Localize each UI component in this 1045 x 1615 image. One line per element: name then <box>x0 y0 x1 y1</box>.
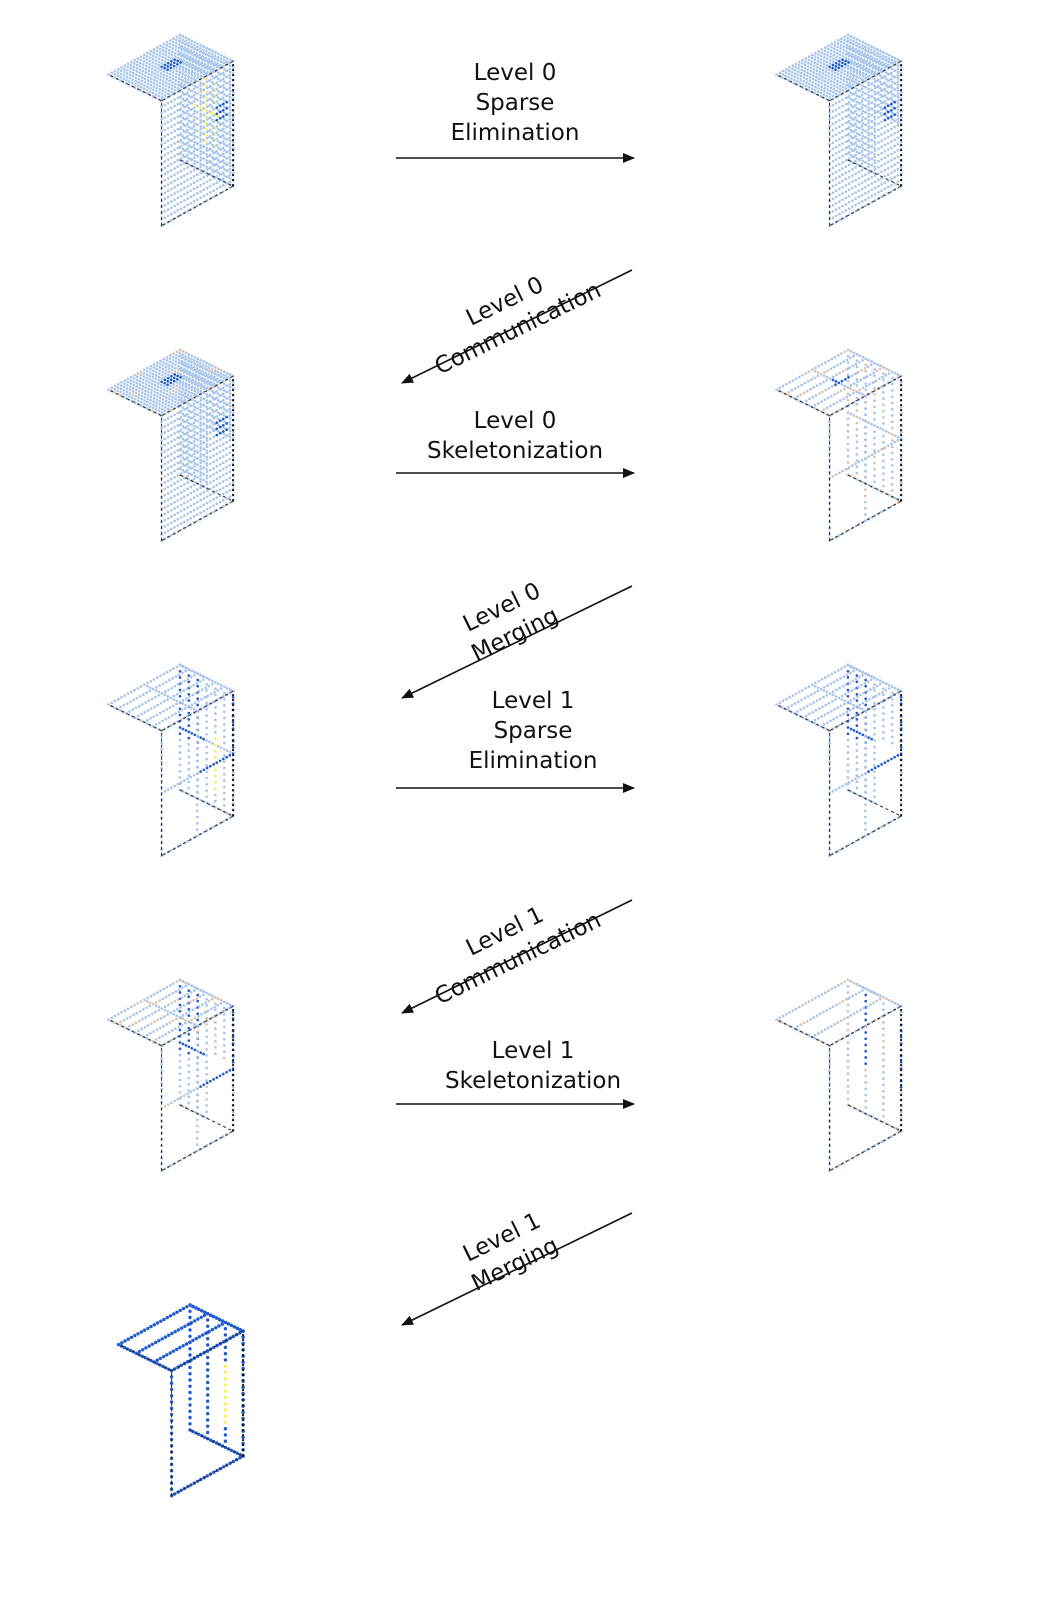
face-top <box>775 663 903 733</box>
step-label-line: Level 0 <box>474 408 557 434</box>
arrow-down-left <box>401 899 633 1014</box>
step-l0-comm: Level 0Communication <box>401 250 633 384</box>
block-s9 <box>116 1303 245 1498</box>
step-l0-skel: Level 0 Skeletonization <box>396 408 635 478</box>
step-label: Level 1Merging <box>454 1206 562 1297</box>
arrow-down-left <box>401 269 633 384</box>
step-label: Level 0Merging <box>454 576 562 667</box>
step-label-line: Skeletonization <box>427 438 603 464</box>
face-top <box>107 348 235 418</box>
block-s3 <box>107 348 235 543</box>
block-s6 <box>775 663 903 858</box>
step-label-line: Level 0 <box>474 60 557 86</box>
block-s5 <box>107 663 235 858</box>
face-top <box>116 1303 245 1373</box>
face-front <box>846 978 903 1133</box>
face-top <box>107 978 235 1048</box>
grid-blocks <box>107 33 903 1498</box>
block-s4 <box>775 348 903 543</box>
block-s1 <box>107 33 235 228</box>
step-label: Level 0Communication <box>418 250 605 380</box>
step-label-line: Level 1 <box>492 1038 575 1064</box>
block-s8 <box>775 978 903 1173</box>
step-l0-merge: Level 0Merging <box>401 576 633 699</box>
face-top <box>107 663 235 733</box>
step-label: Level 1 Skeletonization <box>445 1038 621 1094</box>
arrow-down-left <box>401 585 633 699</box>
face-top <box>775 348 903 418</box>
face-front <box>846 663 903 805</box>
step-l1-skel: Level 1 Skeletonization <box>396 1038 635 1109</box>
step-label-line: Elimination <box>451 120 580 146</box>
block-s2 <box>775 33 903 228</box>
step-label-line: Skeletonization <box>445 1068 621 1094</box>
face-front <box>178 663 235 818</box>
face-front <box>846 348 903 503</box>
face-top <box>107 33 235 103</box>
step-label-line: Sparse <box>476 90 555 116</box>
step-l1-comm: Level 1Communication <box>401 880 633 1014</box>
face-top <box>775 33 903 103</box>
step-label-line: Sparse <box>494 718 573 744</box>
arrow-down-left <box>401 1212 633 1326</box>
step-label-line: Elimination <box>469 748 598 774</box>
face-front <box>178 978 235 1120</box>
step-label: Level 0 Skeletonization <box>427 408 603 464</box>
block-s7 <box>107 978 235 1173</box>
step-label-line: Level 1 <box>492 688 575 714</box>
step-l1-merge: Level 1Merging <box>401 1206 633 1326</box>
step-label: Level 1Communication <box>418 880 605 1010</box>
face-top <box>775 978 903 1048</box>
